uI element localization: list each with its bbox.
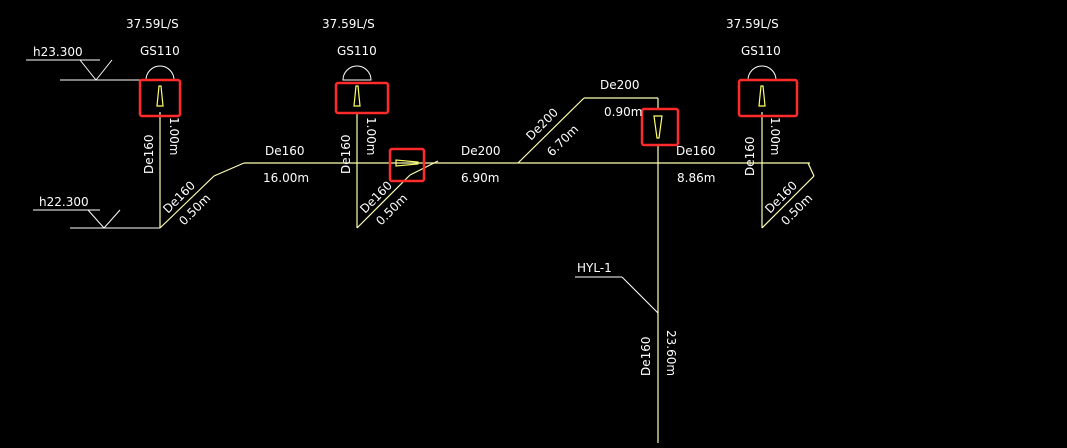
highlight-box-4[interactable] [640,107,680,147]
outlet-1-flow: 37.59L/S [126,17,179,31]
reducer-fitting-vertical [653,115,663,139]
main-len: 23.60m [664,330,678,376]
seg3-dn: De160 [676,144,716,158]
highlight-box-2[interactable] [334,81,390,115]
highlight-box-3[interactable] [388,147,426,183]
riser-tag: HYL-1 [577,261,612,275]
outlet-1-riser-dn: De160 [142,134,156,174]
level-label-upper: h23.300 [33,45,83,59]
level-marker-upper: h23.300 [26,45,140,81]
outlet-head-2 [342,65,372,107]
reducer-fitting-horizontal [395,159,419,167]
outlet-2-flow: 37.59L/S [322,17,375,31]
outlet-1-model: GS110 [140,44,180,58]
outlet-2-model: GS110 [337,44,377,58]
highlight-box-1[interactable] [138,78,182,118]
level-marker-lower: h22.300 [33,195,160,229]
outlet-2-riser-len: 1.00m [364,117,378,155]
pipe-network [159,97,815,443]
outlet-2-riser-dn: De160 [339,134,353,174]
seg2-len: 6.90m [461,171,499,185]
level-label-lower: h22.300 [39,195,89,209]
outlet-3-model: GS110 [741,44,781,58]
seg1-dn: De160 [265,144,305,158]
outlet-head-1 [145,65,175,107]
outlet-3-flow: 37.59L/S [726,17,779,31]
top-len: 0.90m [604,105,642,119]
main-dn: De160 [639,336,653,376]
rise-len: 6.70m [544,122,581,159]
seg3-len: 8.86m [677,171,715,185]
outlet-1-riser-len: 1.00m [167,117,181,155]
outlet-3-riser-len: 1.00m [768,117,782,155]
highlight-box-5[interactable] [737,78,799,118]
seg2-dn: De200 [461,144,501,158]
outlet-3-riser-dn: De160 [743,136,757,176]
top-dn: De200 [600,78,640,92]
outlet-head-3 [747,65,777,107]
seg1-len: 16.00m [263,171,309,185]
